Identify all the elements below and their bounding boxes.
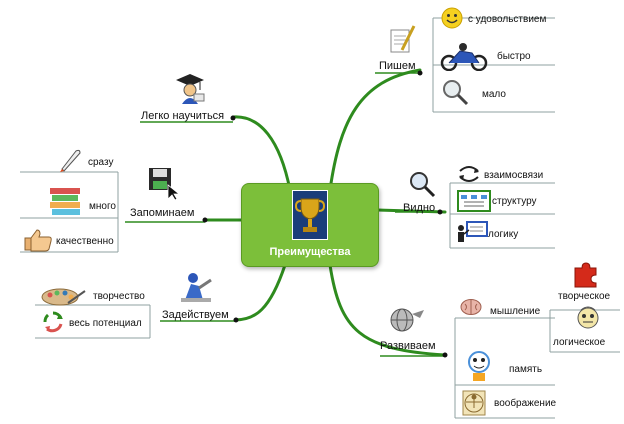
floppy-disk-icon: [148, 167, 181, 206]
branch-label-develop[interactable]: Развиваем: [380, 340, 436, 352]
magnifier-icon: [408, 170, 436, 203]
worker-icon: [179, 270, 213, 309]
arrows-cycle-icon: [457, 163, 481, 190]
remember-item-label[interactable]: много: [89, 201, 116, 212]
remember-icon: [465, 350, 493, 387]
logic-board-icon: [455, 220, 489, 251]
branch-line-write: [328, 68, 422, 192]
develop-item-label[interactable]: память: [509, 364, 543, 375]
branch-line-develop: [328, 263, 447, 357]
write-item-label[interactable]: мало: [482, 89, 506, 100]
branch-label-see[interactable]: Видно: [403, 202, 436, 214]
write-item-label[interactable]: с удовольствием: [468, 14, 547, 25]
vitruvian-icon: [462, 390, 486, 421]
develop-item-label[interactable]: воображение: [494, 398, 557, 409]
branch-label-engage[interactable]: Задействуем: [162, 309, 229, 321]
remember-item-label[interactable]: качественно: [56, 236, 114, 247]
books-icon: [48, 186, 82, 223]
central-topic[interactable]: Преимущества: [241, 183, 379, 267]
head-icon: [575, 306, 601, 339]
puzzle-icon: [571, 262, 599, 293]
branch-label-learn[interactable]: Легко научиться: [141, 110, 225, 122]
thinking-subitem-label[interactable]: логическое: [553, 337, 606, 348]
smiley-icon: [441, 7, 463, 34]
thinking-subitem-label[interactable]: творческое: [558, 291, 611, 302]
see-item-label[interactable]: логику: [488, 229, 519, 240]
motorcycle-icon: [440, 41, 488, 76]
branch-label-remember[interactable]: Запоминаем: [130, 207, 195, 219]
rocket-icon: [58, 147, 84, 178]
develop-item-label[interactable]: мышление: [490, 306, 541, 317]
engage-item-label[interactable]: весь потенциал: [69, 318, 142, 329]
see-item-label[interactable]: структуру: [492, 196, 537, 207]
palette-icon: [40, 285, 86, 312]
trophy-icon: [292, 190, 328, 240]
see-item-label[interactable]: взаимосвязи: [484, 170, 544, 181]
branch-line-learn: [231, 115, 292, 192]
thumbs-up-icon: [23, 228, 53, 257]
remember-item-label[interactable]: сразу: [88, 157, 114, 168]
write-item-label[interactable]: быстро: [497, 51, 531, 62]
magnifier-icon: [441, 78, 469, 111]
branch-label-write[interactable]: Пишем: [379, 60, 416, 72]
branch-line-engage: [233, 263, 287, 322]
brain-icon: [460, 298, 482, 321]
writing-pad-icon: [388, 24, 416, 61]
structure-icon: [457, 190, 491, 217]
recycle-icon: [41, 310, 65, 339]
globe-icon: [390, 306, 426, 339]
engage-item-label[interactable]: творчество: [93, 291, 145, 302]
central-topic-label: Преимущества: [269, 246, 351, 258]
graduate-icon: [172, 70, 208, 111]
